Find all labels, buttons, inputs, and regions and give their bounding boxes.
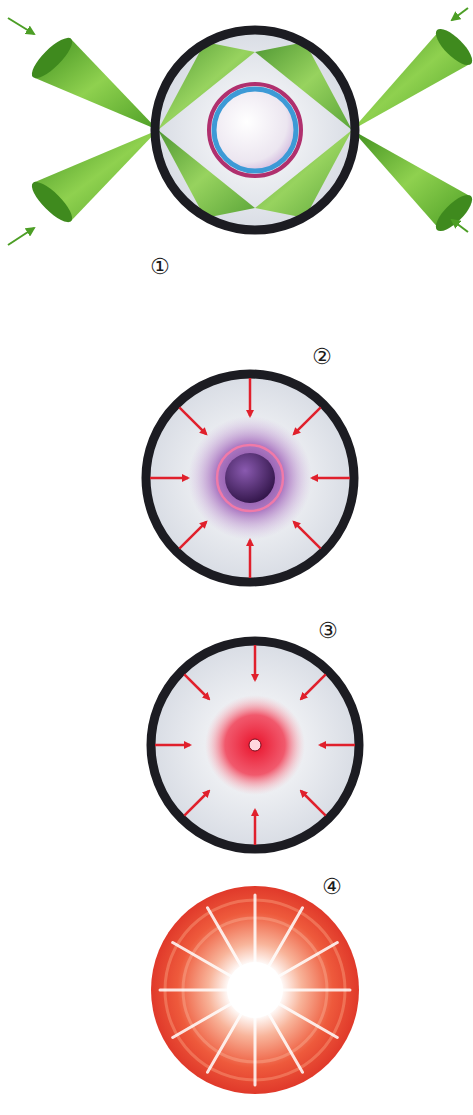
callout-number: ① (150, 256, 170, 278)
laser-end (431, 190, 473, 237)
laser-end (431, 24, 473, 71)
chamber-ring (155, 30, 355, 230)
callout-number: ③ (318, 620, 338, 642)
stage-one (8, 8, 473, 245)
ablation-ring (217, 445, 283, 511)
laser-arrow (8, 228, 34, 245)
laser-arrow (8, 18, 34, 34)
fusion-burst (151, 886, 359, 1094)
hot-plasma (205, 695, 305, 795)
laser-arrow (452, 8, 468, 20)
laser-end (27, 177, 78, 228)
callout-number: ④ (322, 876, 342, 898)
compression-arrows (155, 645, 355, 845)
pellet-outer-ring (209, 84, 301, 176)
chamber-ring (151, 641, 359, 849)
laser-arrow (452, 220, 468, 232)
stage-two (146, 374, 354, 582)
chamber-fill (155, 30, 355, 230)
laser-end (27, 33, 78, 84)
stage-four (151, 886, 359, 1094)
chamber-ring (146, 374, 354, 582)
callout-number: ② (312, 346, 332, 368)
stage-three (151, 641, 359, 849)
chamber-fill (146, 374, 354, 582)
compressed-pellet (225, 453, 275, 503)
compression-arrows (150, 378, 350, 578)
burst-core (227, 962, 283, 1018)
fuel-pellet (214, 89, 296, 171)
ignited-core (249, 739, 261, 751)
plasma-glow (188, 416, 312, 540)
burst-rays (160, 895, 350, 1085)
chamber-fill (151, 641, 359, 849)
